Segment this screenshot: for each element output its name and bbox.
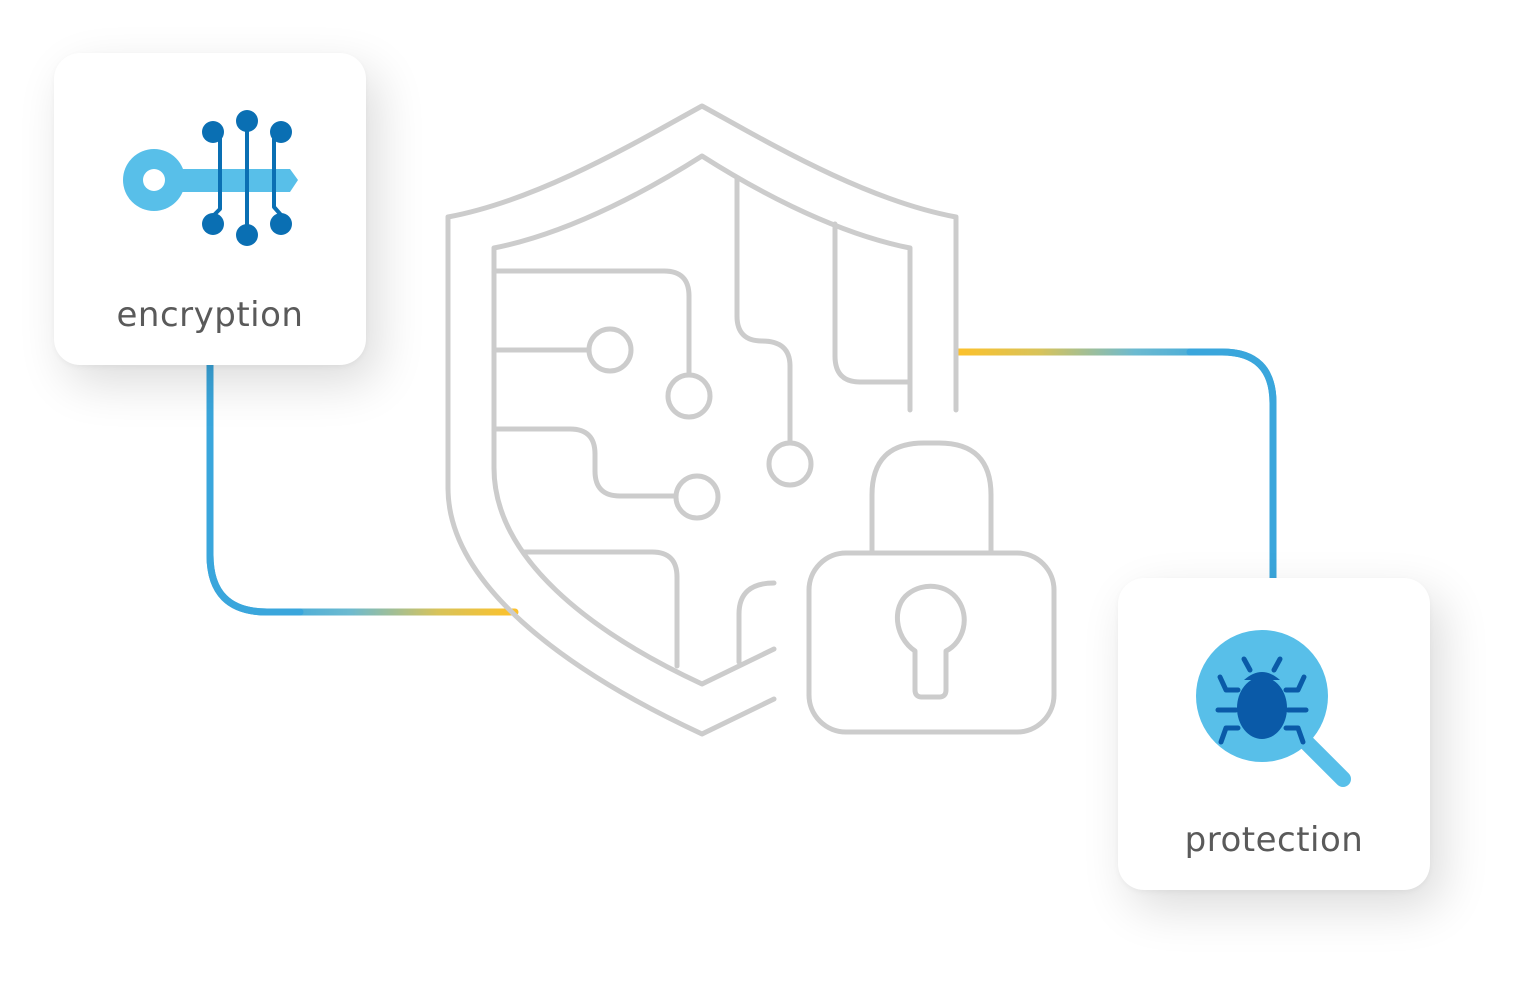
protection-label: protection	[1184, 820, 1364, 860]
shield-circuit-icon	[445, 103, 959, 737]
connector-protection	[954, 348, 1277, 582]
protection-card: protection	[1118, 578, 1430, 890]
encryption-label: encryption	[116, 295, 304, 335]
padlock-icon	[806, 440, 1057, 735]
encryption-card: encryption	[54, 53, 366, 365]
key-circuit-icon	[123, 110, 298, 246]
connector-encryption	[206, 361, 519, 616]
bug-magnifier-icon	[1196, 630, 1351, 787]
